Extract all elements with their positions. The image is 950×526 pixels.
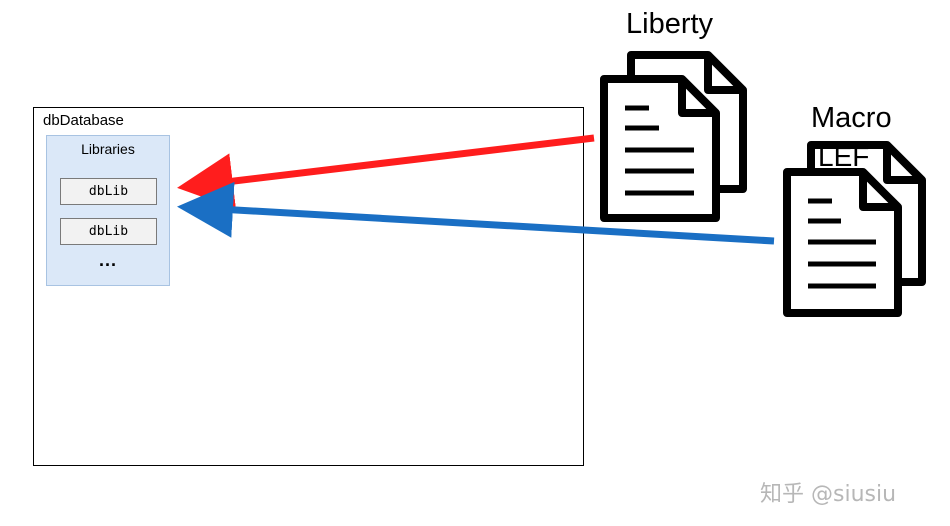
libraries-panel: Libraries dbLib dbLib ... (46, 135, 170, 286)
liberty-doc-stack-icon (600, 51, 747, 222)
db-database-box: dbDatabase Libraries dbLib dbLib ... (33, 107, 584, 466)
libraries-ellipsis: ... (98, 250, 117, 270)
lef-label: LEF (818, 141, 870, 172)
watermark: 知乎 @siusiu (760, 482, 897, 507)
libraries-title: Libraries (81, 141, 135, 157)
liberty-label: Liberty (626, 8, 714, 40)
db-lib-item: dbLib (60, 178, 157, 205)
macro-arrow (177, 181, 775, 245)
macro-doc-stack-icon (783, 141, 926, 317)
db-lib-item: dbLib (60, 218, 157, 245)
macro-label: Macro (811, 102, 892, 134)
liberty-arrow (177, 134, 595, 209)
db-database-title: dbDatabase (43, 112, 124, 129)
